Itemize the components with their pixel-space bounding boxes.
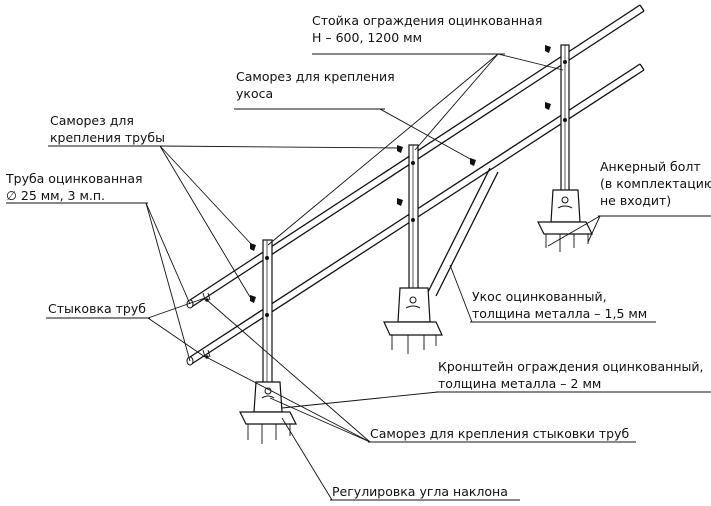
label-brace-screw: Саморез для крепления укоса (236, 68, 395, 102)
label-pipe-line1: Труба оцинкованная (6, 171, 143, 186)
label-anchor-line3: не входит) (600, 193, 672, 208)
label-brace: Укос оцинкованный, толщина металла – 1,5… (472, 288, 647, 322)
label-angle: Регулировка угла наклона (332, 483, 508, 500)
back-post (560, 44, 570, 196)
label-pipe-line2: ∅ 25 мм, 3 м.п. (6, 188, 106, 203)
label-anchor-line1: Анкерный болт (600, 159, 701, 174)
brace (427, 167, 499, 297)
label-pipe-screw-line1: Саморез для (50, 113, 134, 128)
label-joint-screw: Саморез для крепления стыковки труб (370, 425, 629, 442)
middle-post (408, 144, 419, 306)
label-pipe: Труба оцинкованная ∅ 25 мм, 3 м.п. (6, 170, 143, 204)
label-angle-text: Регулировка угла наклона (332, 484, 508, 499)
front-bracket (239, 381, 297, 444)
label-pipe-screw-line2: крепления трубы (50, 130, 166, 145)
leader-lines (6, 53, 711, 501)
screw-icons (205, 45, 551, 359)
label-pipe-screw: Саморез для крепления трубы (50, 112, 165, 146)
label-joint-screw-text: Саморез для крепления стыковки труб (370, 426, 630, 441)
label-pipe-joint-text: Стыковка труб (48, 301, 146, 316)
pipe-joint-marks (202, 292, 211, 358)
label-bracket-line1: Кронштейн ограждения оцинкованный, (438, 359, 704, 374)
label-brace-line1: Укос оцинкованный, (472, 289, 607, 304)
label-post: Стойка ограждения оцинкованная Н – 600, … (312, 12, 542, 46)
label-bracket-line2: толщина металла – 2 мм (438, 376, 602, 391)
label-anchor: Анкерный болт (в комплектацию не входит) (600, 158, 711, 209)
label-brace-screw-line1: Саморез для крепления (236, 69, 395, 84)
label-brace-screw-line2: укоса (236, 86, 274, 101)
label-post-line1: Стойка ограждения оцинкованная (312, 13, 543, 28)
label-bracket: Кронштейн ограждения оцинкованный, толщи… (438, 358, 704, 392)
label-anchor-line2: (в комплектацию (600, 176, 711, 191)
label-brace-line2: толщина металла – 1,5 мм (472, 306, 648, 321)
back-bracket (537, 189, 593, 252)
middle-bracket (383, 287, 443, 354)
label-pipe-joint: Стыковка труб (48, 300, 146, 317)
front-post (262, 239, 273, 401)
label-post-line2: Н – 600, 1200 мм (312, 30, 423, 45)
